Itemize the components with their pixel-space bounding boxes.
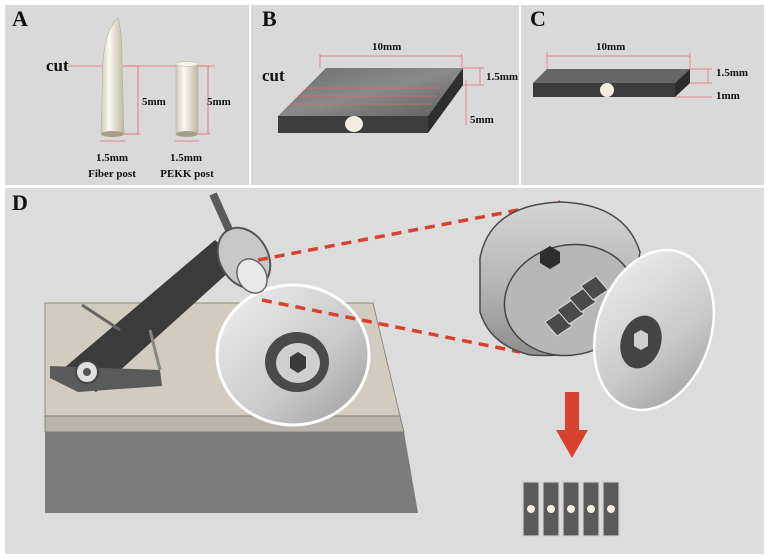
- zoom-lines: [257, 200, 561, 354]
- specimen-hole: [607, 505, 615, 513]
- specimen-hole: [587, 505, 595, 513]
- panel-a-drawing: [68, 17, 215, 142]
- specimen-hole: [527, 505, 535, 513]
- plate-width-label: 10mm: [372, 41, 402, 53]
- pekk-height-label: 5mm: [207, 96, 231, 108]
- slice-height-label: 1mm: [716, 90, 740, 102]
- zoom-blade-hex-icon: [634, 330, 648, 350]
- panel-c-label: C: [530, 6, 546, 31]
- fiber-post: [100, 17, 125, 135]
- fiber-height-label: 5mm: [142, 96, 166, 108]
- fiber-diameter-label: 1.5mm: [95, 152, 129, 164]
- holder-face: [236, 258, 268, 294]
- machine-body: [45, 432, 418, 513]
- slice-post-section: [600, 83, 614, 97]
- panel-a-label: A: [12, 6, 28, 31]
- holder-shaft: [209, 192, 234, 234]
- post-cross-section: [345, 116, 363, 132]
- pekk-post: [175, 63, 199, 135]
- panel-a-cut-label: cut: [46, 56, 69, 75]
- panel-d-drawing: [44, 192, 716, 537]
- slice-width-label: 10mm: [596, 41, 626, 53]
- plate-thickness-label: 1.5mm: [486, 71, 519, 83]
- down-arrow-icon: [556, 430, 588, 458]
- arm-pivot-pin: [83, 368, 91, 376]
- arrow-shaft: [565, 392, 579, 432]
- slice-side-face: [675, 69, 690, 97]
- plate-side-face: [428, 68, 463, 133]
- machine-front-rail: [44, 415, 405, 433]
- pekk-post-base: [176, 131, 198, 137]
- adjust-screw: [81, 303, 121, 332]
- fiber-post-base: [101, 131, 124, 137]
- slice-top-face: [533, 69, 690, 83]
- pekk-post-caption: PEKK post: [160, 168, 214, 180]
- drum-hex-icon: [540, 246, 560, 269]
- panel-d-label: D: [12, 190, 28, 215]
- hex-socket-icon: [290, 352, 306, 373]
- panel-c-drawing: [533, 52, 712, 98]
- specimen-hole: [567, 505, 575, 513]
- height-guides: [100, 65, 210, 142]
- pekk-post-top: [175, 61, 199, 67]
- cutting-arm: [64, 240, 240, 392]
- panel-b-drawing: [278, 54, 484, 133]
- support-rod: [148, 329, 162, 371]
- plate-cut-lines: [290, 54, 484, 125]
- pekk-diameter-label: 1.5mm: [169, 152, 203, 164]
- plate-depth-label: 5mm: [470, 114, 494, 126]
- slice-guides: [546, 52, 712, 98]
- fiber-post-caption: Fiber post: [88, 168, 136, 180]
- panel-b-label: B: [262, 6, 277, 31]
- zoom-specimen-stack: [544, 275, 609, 337]
- panel-b-cut-label: cut: [262, 66, 285, 85]
- specimen-row: [522, 481, 620, 537]
- slice-thickness-label: 1.5mm: [716, 67, 749, 79]
- specimen-hole: [547, 505, 555, 513]
